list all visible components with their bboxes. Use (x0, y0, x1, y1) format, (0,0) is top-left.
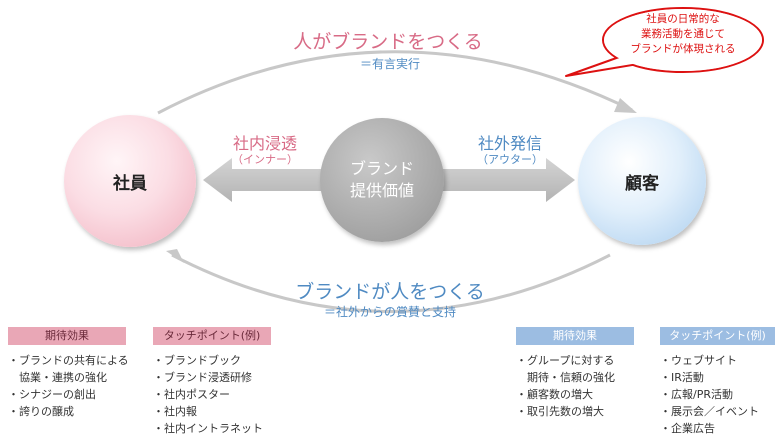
callout-line: 社員の日常的な (646, 13, 720, 25)
top-arc (157, 50, 633, 115)
employee-label: 社員 (113, 173, 147, 194)
list-item: ・ブランドの共有による (8, 354, 129, 367)
list-item: ・社内イントラネット (153, 422, 263, 435)
left-effects-header: 期待効果 (8, 327, 126, 345)
right-effects-list: ・グループに対する 期待・信頼の強化 ・顧客数の増大 ・取引先数の増大 (516, 352, 656, 420)
outer-arrow (440, 158, 575, 202)
list-item: ・顧客数の増大 (516, 388, 593, 401)
inner-arrow (203, 158, 325, 202)
list-item: ・展示会／イベント (660, 405, 759, 418)
inner-arrow-title: 社内浸透 (232, 134, 297, 153)
customer-node: 顧客 (578, 117, 706, 245)
right-touchpoints-list: ・ウェブサイト ・IR活動 ・広報/PR活動 ・展示会／イベント ・企業広告 (660, 352, 776, 437)
outer-arrow-subtitle: （アウター） (477, 153, 543, 166)
list-item: ・広報/PR活動 (660, 388, 733, 401)
list-item: ・取引先数の増大 (516, 405, 604, 418)
bottom-arc (171, 253, 611, 313)
left-effects-list: ・ブランドの共有による 協業・連携の強化 ・シナジーの創出 ・誇りの醸成 (8, 352, 153, 420)
list-item: ・IR活動 (660, 371, 704, 384)
left-touchpoints-header: タッチポイント(例) (153, 327, 271, 345)
callout-line: ブランドが体現される (630, 43, 736, 55)
list-item: 期待・信頼の強化 (516, 371, 615, 384)
callout-text: 社員の日常的な 業務活動を通じて ブランドが体現される (608, 12, 758, 57)
list-item: ・ブランド浸透研修 (153, 371, 252, 384)
list-item: ・シナジーの創出 (8, 388, 96, 401)
outer-arrow-title: 社外発信 (477, 134, 542, 153)
list-item: 協業・連携の強化 (8, 371, 107, 384)
top-arc-subtitle: ＝有言実行 (359, 57, 420, 71)
brand-value-node: ブランド 提供価値 (320, 118, 444, 242)
list-item: ・ブランドブック (153, 354, 241, 367)
brand-value-line1: ブランド (349, 159, 414, 178)
callout-line: 業務活動を通じて (641, 28, 725, 40)
customer-label: 顧客 (625, 173, 659, 194)
list-item: ・ウェブサイト (660, 354, 737, 367)
list-item: ・グループに対する (516, 354, 615, 367)
left-touchpoints-list: ・ブランドブック ・ブランド浸透研修 ・社内ポスター ・社内報 ・社内イントラネ… (153, 352, 293, 437)
right-touchpoints-header: タッチポイント(例) (660, 327, 775, 345)
list-item: ・社内ポスター (153, 388, 230, 401)
inner-arrow-subtitle: （インナー） (232, 153, 298, 166)
employee-node: 社員 (64, 115, 196, 247)
list-item: ・企業広告 (660, 422, 715, 435)
brand-value-line2: 提供価値 (349, 181, 414, 200)
bottom-arc-subtitle: ＝社外からの賞賛と支持 (323, 305, 456, 319)
top-arc-title: 人がブランドをつくる (293, 31, 483, 53)
bottom-arc-title: ブランドが人をつくる (295, 281, 485, 303)
right-effects-header: 期待効果 (516, 327, 634, 345)
top-arc-arrowhead (614, 98, 637, 113)
bottom-arc-arrowhead (166, 249, 184, 263)
list-item: ・誇りの醸成 (8, 405, 74, 418)
list-item: ・社内報 (153, 405, 197, 418)
